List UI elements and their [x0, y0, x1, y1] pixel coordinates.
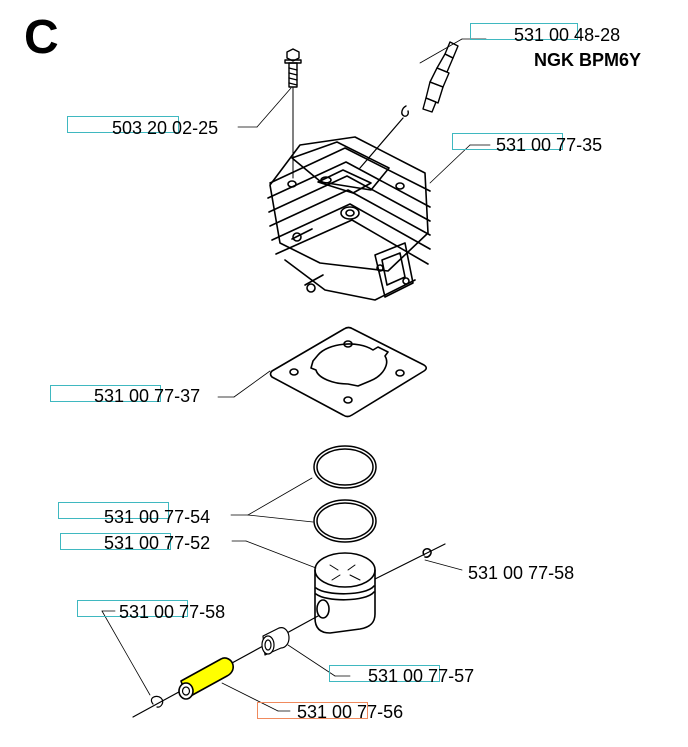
part-highlight-spark-plug[interactable]: [470, 23, 578, 40]
part-highlight-piston-pin[interactable]: [257, 702, 368, 719]
part-highlight-cylinder[interactable]: [452, 133, 563, 150]
cylinder-drawing: [267, 136, 431, 301]
screw-drawing: [284, 48, 302, 179]
spark-plug-spec: NGK BPM6Y: [534, 50, 642, 70]
part-highlight-cylinder-screw[interactable]: [67, 116, 179, 133]
part-highlight-cylinder-gasket[interactable]: [50, 385, 161, 402]
part-label-needle-bearing[interactable]: 531 00 77-57: [368, 666, 475, 686]
part-label-piston[interactable]: 531 00 77-52: [104, 533, 211, 553]
part-highlight-needle-bearing[interactable]: [329, 665, 440, 682]
part-label-spark-plug[interactable]: 531 00 48-28: [514, 25, 621, 45]
gasket-drawing: [269, 326, 428, 418]
part-label-circlip-right[interactable]: 531 00 77-58: [468, 563, 575, 583]
part-label-cylinder[interactable]: 531 00 77-35: [496, 135, 603, 155]
part-highlight-piston[interactable]: [60, 533, 171, 550]
part-highlight-piston-rings[interactable]: [58, 502, 169, 519]
pin-assembly-drawing: [132, 615, 319, 718]
part-highlight-circlip-left[interactable]: [77, 600, 188, 617]
piston-rings-drawing: [313, 445, 377, 543]
part-label-cylinder-gasket[interactable]: 531 00 77-37: [94, 386, 201, 406]
spark-plug-drawing: [359, 41, 459, 169]
part-label-piston-rings[interactable]: 531 00 77-54: [104, 507, 211, 527]
section-letter: C: [24, 11, 59, 64]
part-label-circlip-left[interactable]: 531 00 77-58: [119, 602, 226, 622]
part-label-cylinder-screw[interactable]: 503 20 02-25: [112, 118, 219, 138]
part-label-piston-pin[interactable]: 531 00 77-56: [297, 702, 404, 722]
piston-drawing: [314, 543, 446, 634]
